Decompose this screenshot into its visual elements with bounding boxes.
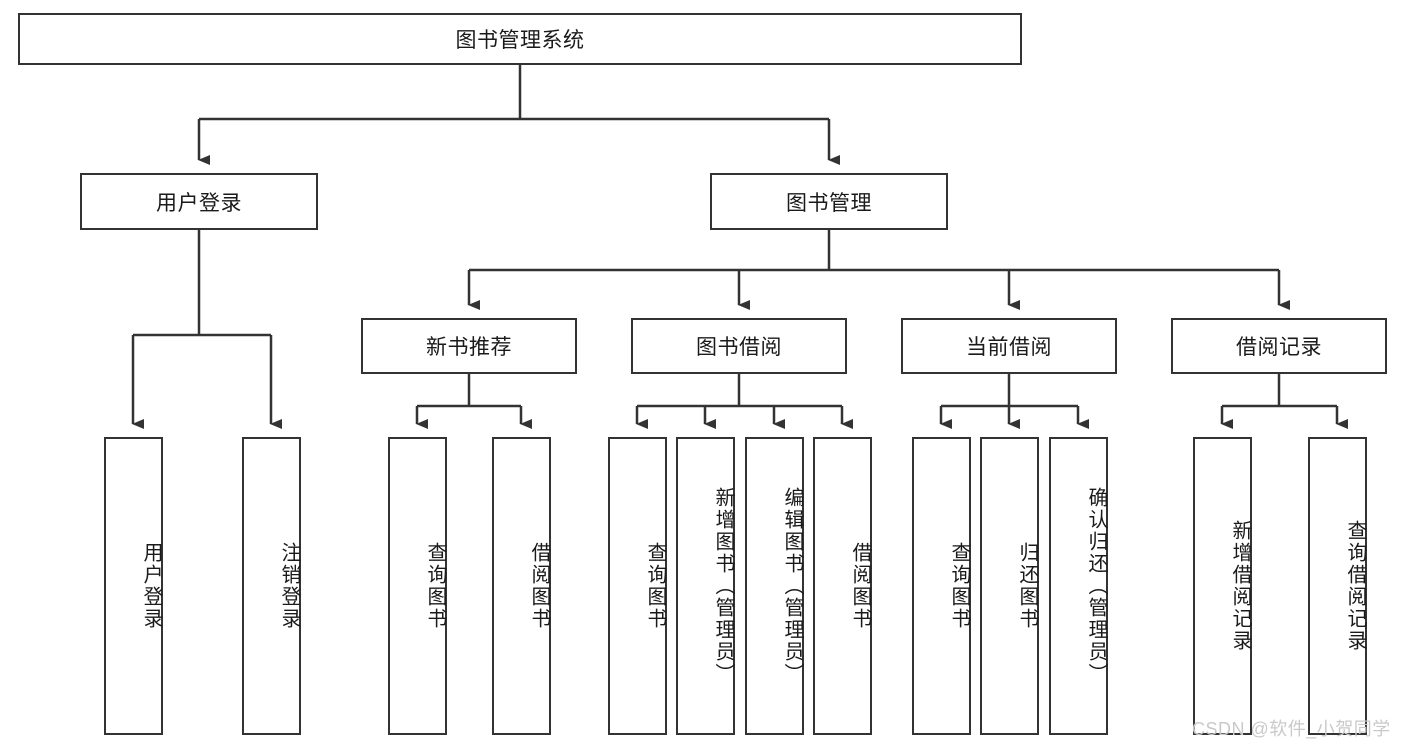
node-new-book-recommend-label: 新书推荐 [426, 336, 512, 359]
leaf-bb-borrow-book[interactable]: 借阅图书 [813, 437, 872, 735]
leaf-br-search-record[interactable]: 查询借阅记录 [1308, 437, 1367, 735]
leaf-nb-borrow-book[interactable]: 借阅图书 [492, 437, 551, 735]
leaf-bb-borrow-book-label: 借阅图书 [849, 542, 871, 630]
node-borrow-record[interactable]: 借阅记录 [1171, 318, 1387, 374]
leaf-cb-search-book-label: 查询图书 [948, 542, 970, 630]
leaf-cb-confirm-return-label: 确认归还（管理员） [1085, 487, 1107, 685]
leaf-bb-search-book-label: 查询图书 [644, 542, 666, 630]
node-borrow-record-label: 借阅记录 [1236, 336, 1322, 359]
leaf-cb-return-book[interactable]: 归还图书 [980, 437, 1039, 735]
leaf-br-add-record-label: 新增借阅记录 [1229, 520, 1251, 652]
node-new-book-recommend[interactable]: 新书推荐 [361, 318, 577, 374]
leaf-cb-search-book[interactable]: 查询图书 [912, 437, 971, 735]
leaf-nb-search-book-label: 查询图书 [424, 542, 446, 630]
node-book-borrow-label: 图书借阅 [696, 336, 782, 359]
leaf-logout-label: 注销登录 [278, 542, 300, 630]
leaf-bb-edit-book[interactable]: 编辑图书（管理员） [745, 437, 804, 735]
leaf-br-search-record-label: 查询借阅记录 [1344, 520, 1366, 652]
node-root[interactable]: 图书管理系统 [18, 13, 1022, 65]
node-book-manage-label: 图书管理 [786, 191, 872, 215]
leaf-bb-add-book[interactable]: 新增图书（管理员） [676, 437, 735, 735]
node-user-login[interactable]: 用户登录 [80, 173, 318, 230]
leaf-logout[interactable]: 注销登录 [242, 437, 301, 735]
leaf-nb-borrow-book-label: 借阅图书 [528, 542, 550, 630]
leaf-user-login[interactable]: 用户登录 [104, 437, 163, 735]
leaf-user-login-label: 用户登录 [140, 542, 162, 630]
node-root-label: 图书管理系统 [455, 29, 585, 52]
node-current-borrow-label: 当前借阅 [966, 336, 1052, 359]
leaf-bb-add-book-label: 新增图书（管理员） [712, 487, 734, 685]
leaf-bb-search-book[interactable]: 查询图书 [608, 437, 667, 735]
leaf-bb-edit-book-label: 编辑图书（管理员） [781, 487, 803, 685]
node-book-manage[interactable]: 图书管理 [710, 173, 948, 230]
leaf-br-add-record[interactable]: 新增借阅记录 [1193, 437, 1252, 735]
node-user-login-label: 用户登录 [156, 191, 242, 215]
leaf-cb-return-book-label: 归还图书 [1016, 542, 1038, 630]
node-current-borrow[interactable]: 当前借阅 [901, 318, 1117, 374]
node-book-borrow[interactable]: 图书借阅 [631, 318, 847, 374]
leaf-cb-confirm-return[interactable]: 确认归还（管理员） [1049, 437, 1108, 735]
leaf-nb-search-book[interactable]: 查询图书 [388, 437, 447, 735]
